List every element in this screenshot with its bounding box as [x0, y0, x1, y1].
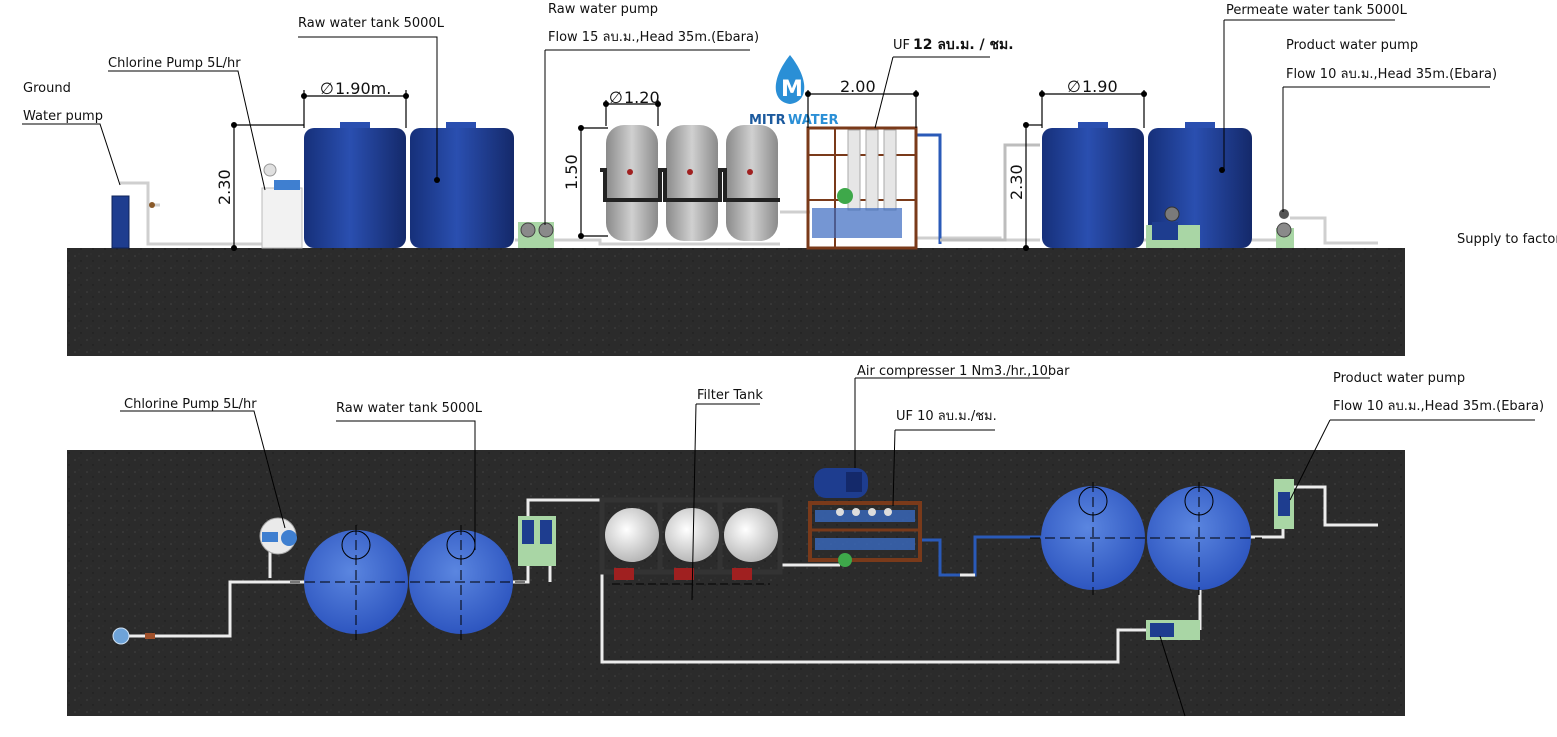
transfer-pump-top — [1146, 206, 1200, 248]
dim-raw-tank-height: 2.30 — [215, 169, 234, 205]
chlorine-dosing-plan — [259, 517, 297, 555]
dim-diameter-symbol: ∅ — [1067, 77, 1081, 96]
label-product-pump-top-spec: Flow 10 ลบ.ม.,Head 35m.(Ebara) — [1286, 67, 1497, 82]
filter-tanks — [600, 125, 780, 241]
ground-slab-top — [67, 248, 1405, 356]
leader-lines-bottom — [120, 377, 1535, 717]
logo-brand-water: WATER — [788, 113, 839, 128]
dim-permeate-tank-height: 2.30 — [1007, 164, 1026, 200]
uf-skid — [806, 126, 918, 250]
permeate-tanks-plan — [1030, 482, 1262, 595]
dim-filter-diameter: 1.20 — [624, 88, 660, 107]
product-water-pump-top — [1276, 209, 1294, 248]
label-product-pump-bottom-spec: Flow 10 ลบ.ม.,Head 35m.(Ebara) — [1333, 399, 1544, 414]
label-supply-to-factory: Supply to factory — [1457, 232, 1557, 247]
dim-uf-width: 2.00 — [840, 77, 876, 96]
product-water-pump-plan — [1274, 479, 1294, 529]
logo-brand-mitr: MITR — [749, 113, 786, 128]
label-chlorine-pump-bottom: Chlorine Pump 5L/hr — [124, 397, 257, 412]
tank-lid — [446, 122, 476, 128]
label-uf-bottom: UF 10 ลบ.ม./ชม. — [896, 409, 997, 424]
dim-diameter-symbol: ∅ — [609, 88, 623, 107]
label-air-compressor: Air compresser 1 Nm3./hr.,10bar — [857, 364, 1070, 379]
mitr-water-logo: M MITR WATER — [749, 55, 839, 128]
plan-view: Chlorine Pump 5L/hr Raw water tank 5000L… — [67, 364, 1544, 717]
chlorine-dosing-tank — [261, 187, 303, 249]
tank-lid — [340, 122, 370, 128]
uf-blue-pipe-bottom — [920, 535, 1042, 577]
filter-tanks-plan — [599, 497, 783, 585]
label-raw-water-pump-spec: Flow 15 ลบ.ม.,Head 35m.(Ebara) — [548, 30, 759, 45]
permeate-water-tank-1 — [1042, 128, 1144, 248]
label-uf-value: 12 ลบ.ม. / ชม. — [913, 37, 1014, 53]
transfer-pump-plan — [1146, 620, 1200, 640]
air-compressor-plan — [814, 468, 868, 498]
label-raw-water-tank-top: Raw water tank 5000L — [298, 16, 445, 31]
dimension-lines-top — [233, 90, 1145, 248]
dimension-dots-top — [231, 91, 1147, 251]
leader-lines-top — [22, 19, 1490, 225]
label-product-pump-top: Product water pump — [1286, 38, 1418, 53]
chlorine-pump-motor-icon — [263, 163, 277, 177]
uf-blue-pipe-top — [915, 133, 942, 244]
tank-lid — [1078, 122, 1108, 128]
raw-water-pumps-plan — [518, 516, 556, 566]
label-uf-prefix: UF — [893, 38, 910, 53]
elevation-view: M MITR WATER — [22, 2, 1557, 356]
label-raw-water-pump: Raw water pump — [548, 2, 658, 17]
label-product-pump-bottom: Product water pump — [1333, 371, 1465, 386]
dim-diameter-symbol: ∅ — [320, 79, 334, 98]
svg-text:M: M — [781, 77, 803, 102]
dim-raw-tank-diameter: 1.90m. — [335, 79, 391, 98]
label-water-pump: Water pump — [23, 109, 103, 124]
label-permeate-tank: Permeate water tank 5000L — [1226, 3, 1408, 18]
raw-water-tank-2 — [410, 128, 514, 248]
label-chlorine-pump-top: Chlorine Pump 5L/hr — [108, 56, 241, 71]
permeate-pipe-top — [940, 143, 1040, 242]
chlorine-pump — [274, 180, 300, 190]
raw-water-pumps — [518, 222, 554, 248]
raw-water-tanks-plan — [290, 525, 525, 640]
tank-lid — [1185, 122, 1215, 128]
raw-water-tank-1 — [304, 128, 406, 248]
valve-icon — [145, 633, 155, 639]
valve-icon — [149, 202, 155, 208]
ground-water-pump — [111, 195, 130, 249]
dim-filter-height: 1.50 — [562, 154, 581, 190]
label-raw-water-tank-bottom: Raw water tank 5000L — [336, 401, 483, 416]
label-ground: Ground — [23, 81, 71, 96]
ground-water-pump-plan — [112, 627, 130, 645]
label-filter-tank: Filter Tank — [697, 388, 763, 403]
uf-skid-plan — [808, 501, 922, 567]
dim-permeate-tank-diameter: 1.90 — [1082, 77, 1118, 96]
